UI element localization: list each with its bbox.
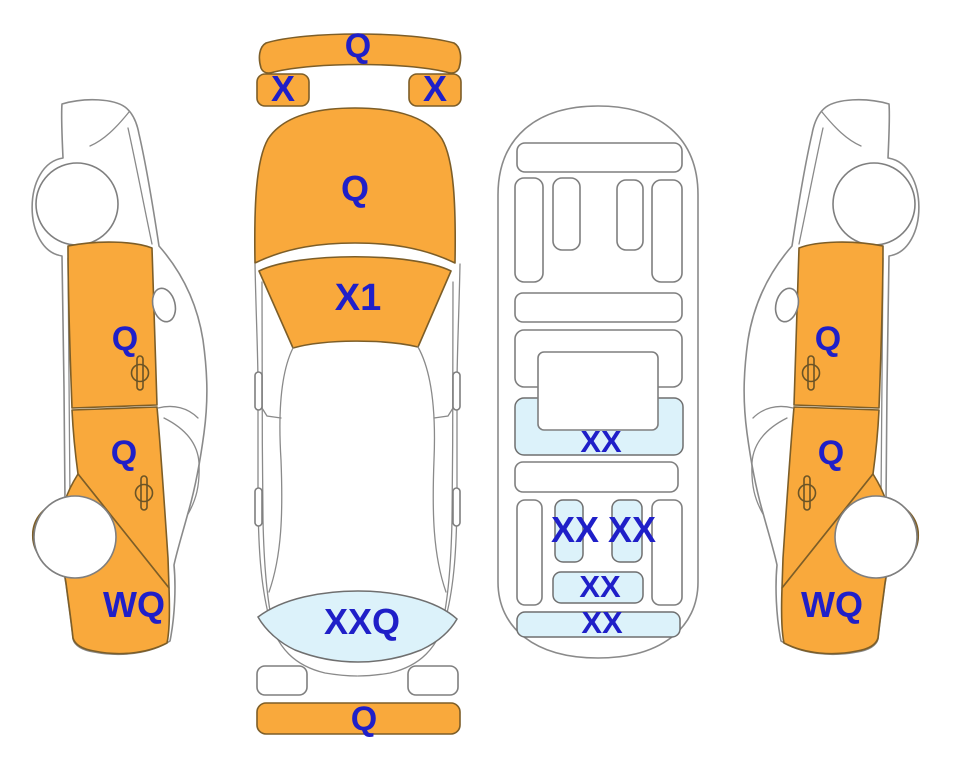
rear-window-label: XXQ [324,601,400,642]
right-side-view: Q Q WQ [743,98,920,656]
right-side-mirror [774,287,800,323]
body-side-left-outer-line [254,263,358,677]
right-rear-door-handle-ring-icon [797,483,817,503]
front-floor-bar [514,292,683,323]
interior-view: XX XX XX XX XX [497,105,699,659]
top-view: Q X X Q X1 XXQ Q [253,27,462,738]
windshield-panel [258,256,452,349]
headlight-right-panel [408,73,462,107]
taillight-right [407,665,459,696]
right-rear-door-handle-icon [803,475,811,511]
rear-door-trim-left [516,499,543,606]
right-front-door-handle-ring-icon [801,363,821,383]
left-rear-door-panel [71,406,170,589]
right-front-door-handle-icon [807,355,815,391]
left-front-door-handle-ring-icon [130,363,150,383]
center-console-box [537,351,659,431]
right-hood-crease-line [821,111,862,147]
hood-label: Q [341,168,369,209]
right-rear-wheel-face [834,495,918,579]
body-side-left-inner-line [261,281,274,627]
left-rear-door-handle-ring-icon [134,483,154,503]
left-bpillar-line [157,405,199,419]
body-side-right-outer-line [357,263,461,677]
molding-left-front [254,371,263,411]
left-front-door-label: Q [112,320,138,358]
right-rear-door-panel [781,406,880,589]
front-door-trim-left [514,177,544,283]
left-front-wheel [35,162,119,246]
roof-edge-right-line [417,346,447,593]
front-seat-left [552,177,581,251]
left-rear-door-label: Q [111,434,137,472]
body-side-right-inner-line [441,281,454,627]
headlight-left-panel [256,73,310,107]
windshield-label: X1 [335,277,381,319]
rear-shelf-label: XX [581,605,623,640]
left-front-door-handle-icon [136,355,144,391]
mirror-right-icon [433,407,454,419]
left-rear-window-line [163,417,200,515]
rear-window-panel [257,590,458,663]
hood-crease-line [89,111,130,147]
rear-door-trim-right [651,499,683,606]
left-rear-wheel-face [33,495,117,579]
molding-right-rear [452,487,461,527]
right-bpillar-line [752,405,794,419]
rear-seatback-right-label: XX [608,509,656,550]
headlight-left-label: X [271,68,295,109]
rear-seatback-right [611,499,643,563]
right-windshield-line [798,127,824,245]
rear-bumper-label: Q [351,700,377,738]
front-seat-right [616,179,644,251]
right-front-wheel [832,162,916,246]
left-side-view: Q Q WQ [31,98,208,656]
rear-shelf [516,611,681,638]
right-rear-quarter-label: WQ [801,584,863,625]
front-bumper-panel [258,33,462,74]
rear-bumper-panel [256,702,461,735]
mirror-left-icon [261,407,282,419]
left-rear-door-handle-icon [140,475,148,511]
dashboard [516,142,683,173]
taillight-left [256,665,308,696]
rear-seatback-left-label: XX [551,509,599,550]
molding-right-front [452,371,461,411]
right-rear-door-label: Q [818,434,844,472]
windshield-line [127,127,153,245]
rear-floor-bar [514,461,679,493]
front-bumper-label: Q [345,27,371,65]
right-rear-window-line [751,417,788,515]
left-side-mirror [151,287,177,323]
rear-armrest [552,571,644,604]
right-front-door-label: Q [815,320,841,358]
hood-panel [253,107,457,264]
rear-armrest-label: XX [579,569,621,604]
molding-left-rear [254,487,263,527]
roof-edge-left-line [268,347,294,593]
headlight-right-label: X [423,68,447,109]
left-rear-quarter-label: WQ [103,584,165,625]
rear-seatback-left [554,499,584,563]
front-door-trim-right [651,179,683,283]
rear-seat-label: XX [580,424,622,459]
